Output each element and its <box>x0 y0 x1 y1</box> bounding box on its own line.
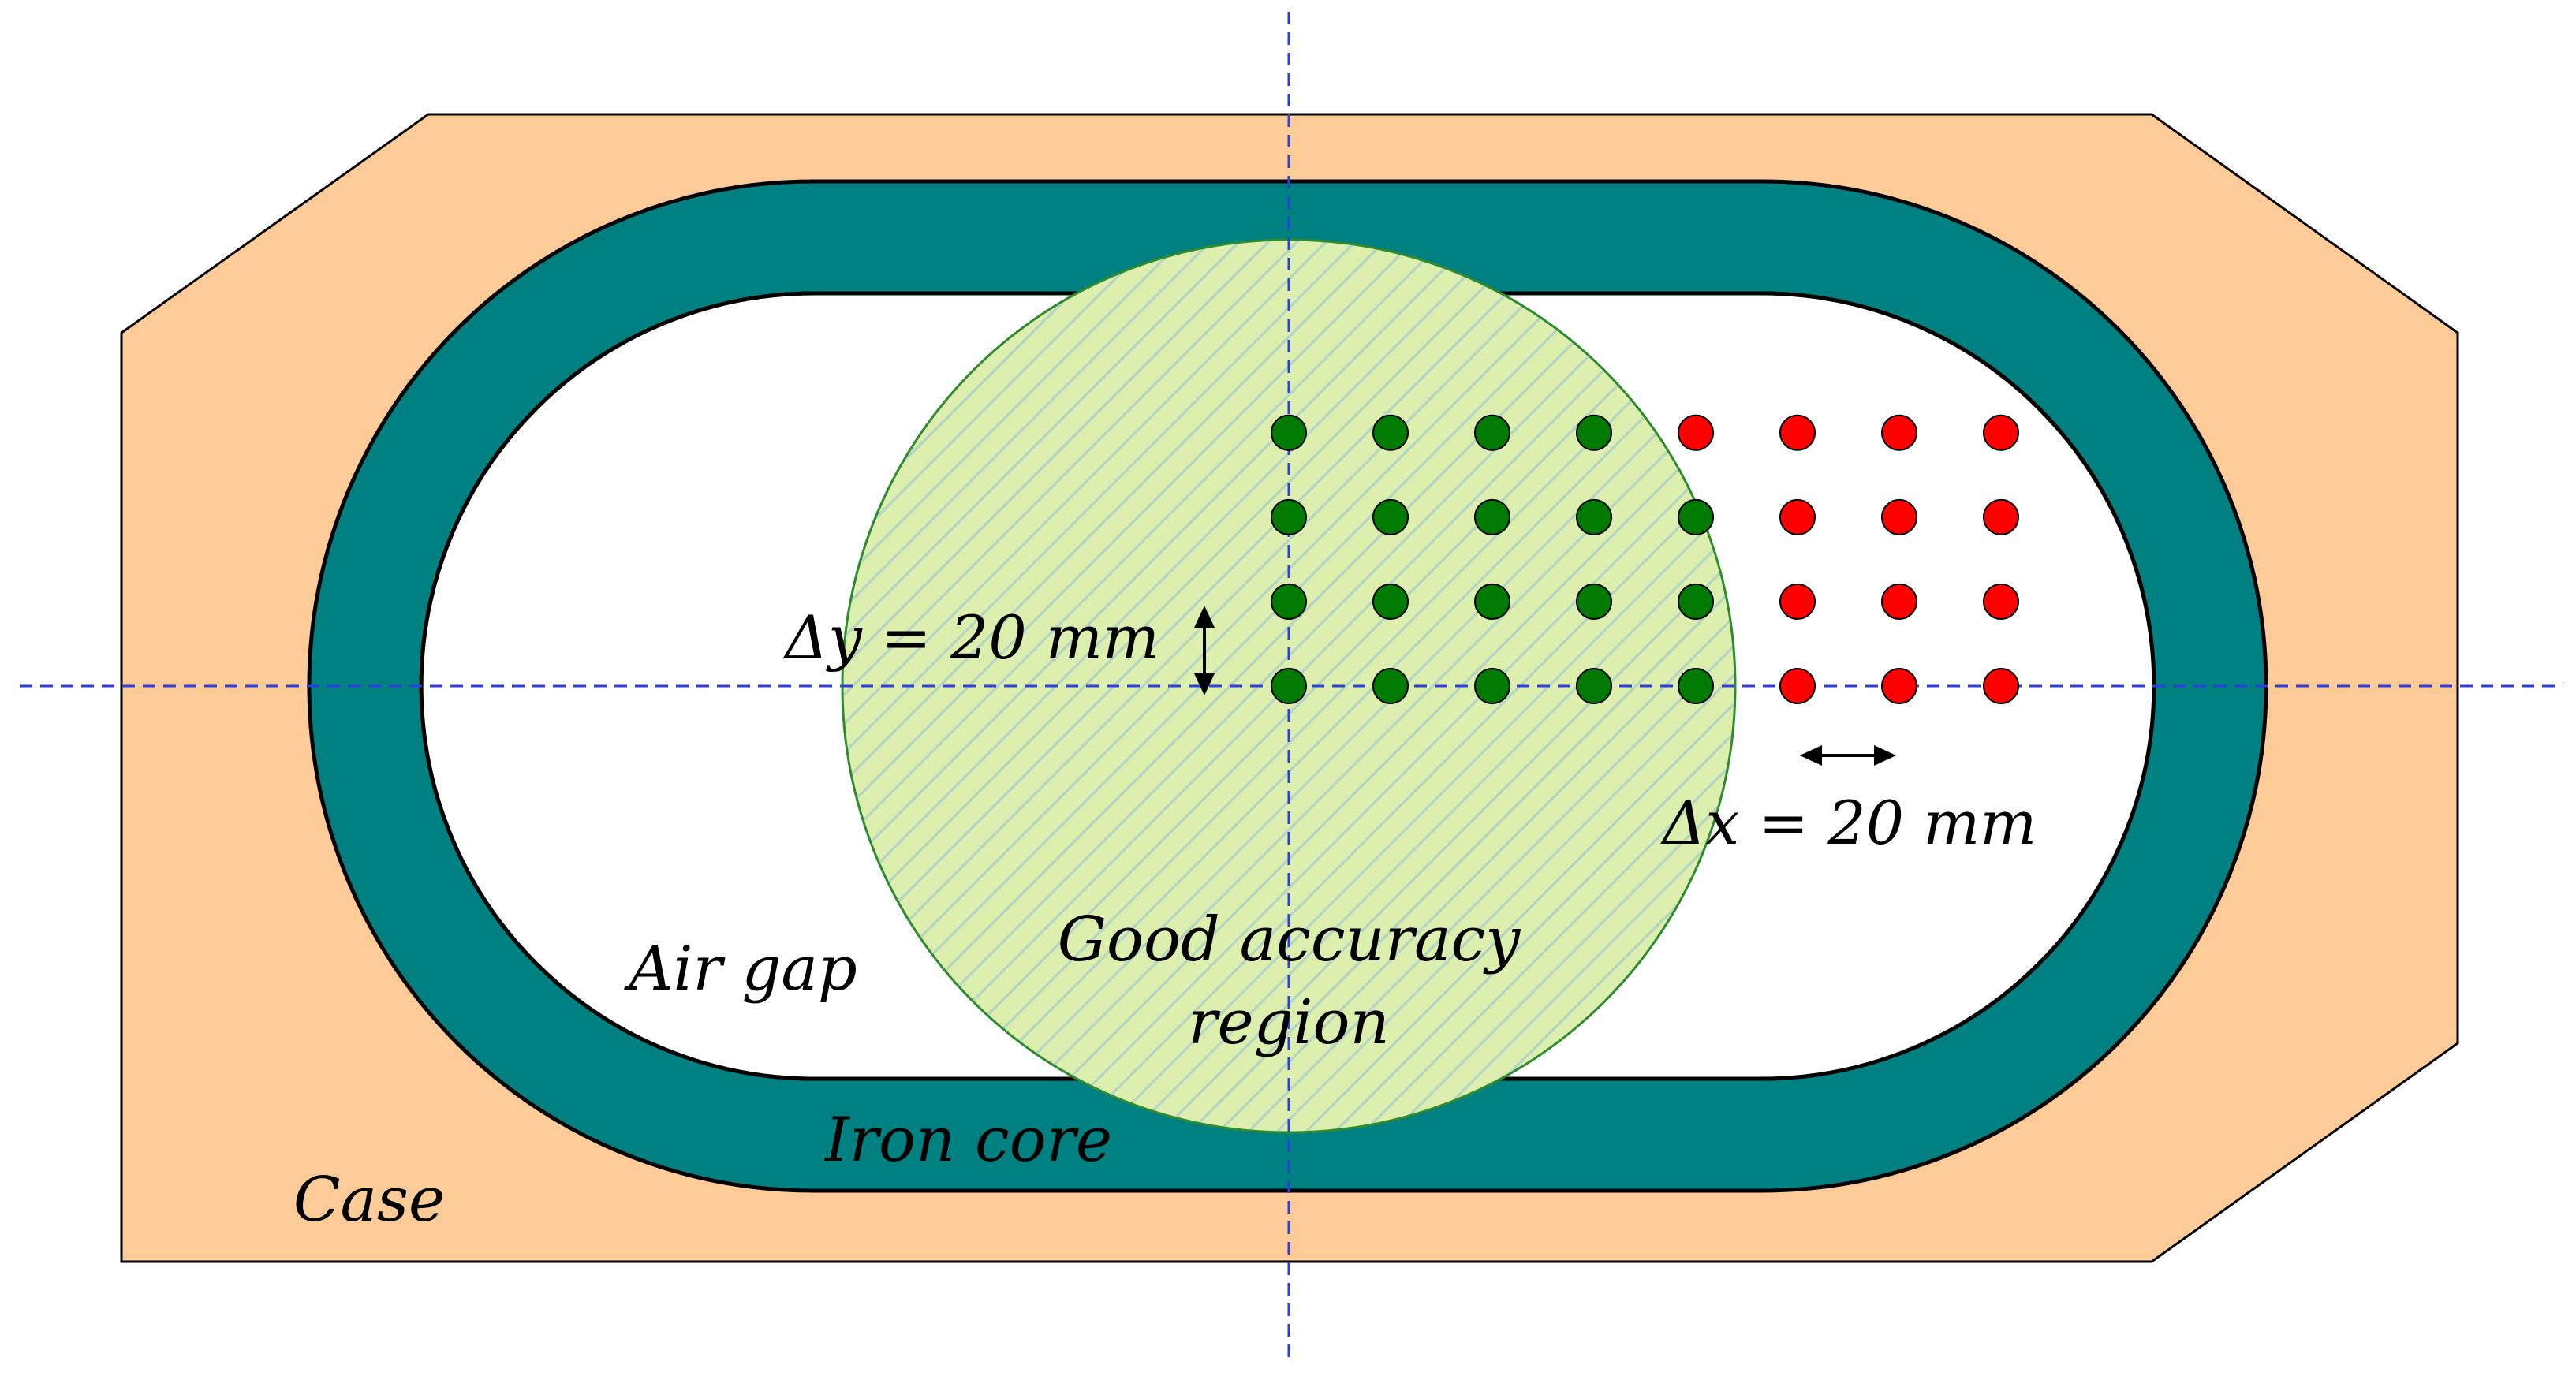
good-measurement-point <box>1271 414 1307 451</box>
out-of-region-measurement-point <box>1983 583 2019 620</box>
good-measurement-point <box>1372 414 1409 451</box>
dx-arrow <box>1800 745 1896 766</box>
good-measurement-point <box>1474 498 1510 535</box>
dy-label: Δy = 20 mm <box>782 602 1159 673</box>
good-measurement-point <box>1372 583 1409 620</box>
out-of-region-measurement-point <box>1983 498 2019 535</box>
region-label-line1: Good accuracy <box>1058 904 1521 975</box>
iron-core-label: Iron core <box>823 1105 1112 1176</box>
good-measurement-point <box>1576 498 1612 535</box>
out-of-region-measurement-point <box>1881 583 1917 620</box>
good-measurement-point <box>1576 668 1612 704</box>
good-measurement-point <box>1271 583 1307 620</box>
region-label-line2: region <box>1188 987 1390 1058</box>
out-of-region-measurement-point <box>1881 414 1917 451</box>
good-measurement-point <box>1271 668 1307 704</box>
case-label: Case <box>293 1165 445 1236</box>
out-of-region-measurement-point <box>1881 498 1917 535</box>
good-measurement-point <box>1271 498 1307 535</box>
good-measurement-point <box>1576 583 1612 620</box>
out-of-region-measurement-point <box>1881 668 1917 704</box>
good-measurement-point <box>1474 668 1510 704</box>
measurement-points <box>1271 414 2019 704</box>
out-of-region-measurement-point <box>1678 414 1714 451</box>
dy-arrow <box>1194 606 1215 696</box>
good-measurement-point <box>1372 498 1409 535</box>
good-measurement-point <box>1678 498 1714 535</box>
out-of-region-measurement-point <box>1779 583 1816 620</box>
out-of-region-measurement-point <box>1779 498 1816 535</box>
air-gap-label: Air gap <box>624 934 857 1005</box>
good-measurement-point <box>1474 583 1510 620</box>
dx-label: Δx = 20 mm <box>1660 788 2037 858</box>
good-measurement-point <box>1678 583 1714 620</box>
good-measurement-point <box>1576 414 1612 451</box>
good-measurement-point <box>1372 668 1409 704</box>
good-measurement-point <box>1678 668 1714 704</box>
out-of-region-measurement-point <box>1983 414 2019 451</box>
good-measurement-point <box>1474 414 1510 451</box>
out-of-region-measurement-point <box>1983 668 2019 704</box>
out-of-region-measurement-point <box>1779 414 1816 451</box>
out-of-region-measurement-point <box>1779 668 1816 704</box>
